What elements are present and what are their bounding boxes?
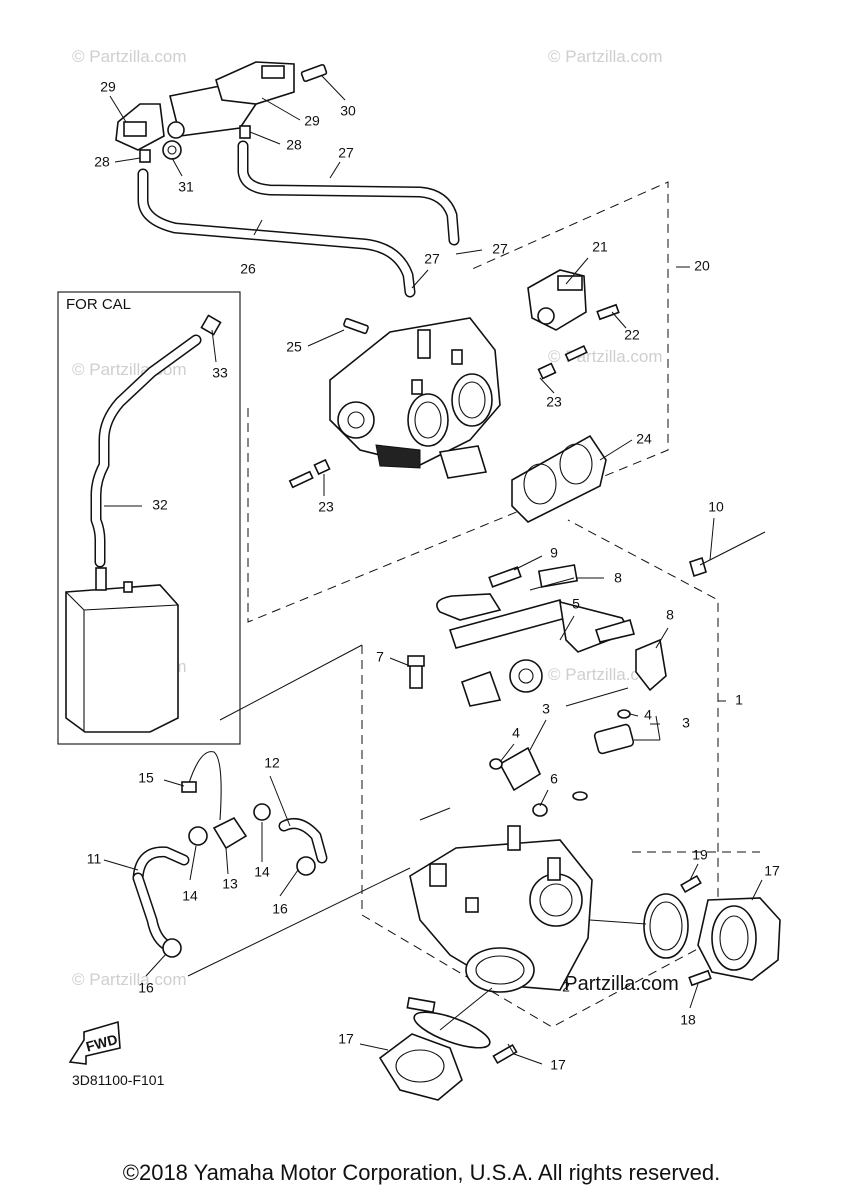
- callout-8a: 8: [614, 570, 622, 586]
- callout-19: 19: [692, 847, 708, 863]
- callout-29a: 29: [100, 79, 116, 95]
- callout-27c: 27: [424, 251, 440, 267]
- callout-21: 21: [592, 239, 608, 255]
- watermark-7: © Partzilla.com: [72, 970, 187, 989]
- callout-17b: 17: [338, 1031, 354, 1047]
- callout-22: 22: [624, 327, 640, 343]
- callout-11: 11: [87, 851, 102, 867]
- callout-27a: 27: [338, 145, 354, 161]
- adjusting-screws: [288, 317, 588, 489]
- callout-33: 33: [212, 365, 228, 381]
- callout-26: 26: [240, 261, 256, 277]
- leader-lines: [103, 75, 763, 1065]
- throttle-position-sensor: [527, 269, 620, 331]
- callout-16a: 16: [272, 901, 288, 917]
- diagram-part-code: 3D81100-F101: [72, 1072, 165, 1088]
- callout-4a: 4: [512, 725, 520, 741]
- throttle-body: [329, 317, 501, 479]
- callout-6: 6: [550, 771, 558, 787]
- intake-joint-bottom: [378, 996, 518, 1101]
- callout-28a: 28: [94, 154, 110, 170]
- callout-23b: 23: [318, 499, 334, 515]
- callout-24: 24: [636, 431, 652, 447]
- callout-29b: 29: [304, 113, 320, 129]
- callout-27b: 27: [492, 241, 508, 257]
- fuel-rail-boundary: [361, 519, 719, 1028]
- callout-14a: 14: [182, 888, 198, 904]
- watermark-4: © Partzilla.com: [548, 347, 663, 366]
- intake-joint-right: [643, 874, 781, 987]
- callout-28b: 28: [286, 137, 302, 153]
- fwd-label: FWD: [84, 1031, 119, 1055]
- callout-3b: 3: [682, 715, 690, 731]
- callout-17a: 17: [764, 863, 780, 879]
- callout-12: 12: [264, 755, 280, 771]
- watermark-1: © Partzilla.com: [72, 47, 187, 66]
- fuel-rail: [407, 531, 766, 707]
- watermark-6: © Partzilla.com: [548, 665, 663, 684]
- coolant-hoses: [132, 751, 328, 958]
- for-cal-label: FOR CAL: [66, 296, 132, 313]
- callout-13: 13: [222, 876, 238, 892]
- callout-14b: 14: [254, 864, 270, 880]
- callout-15: 15: [138, 770, 154, 786]
- hose-clamp-33: [200, 314, 222, 336]
- callout-1: 1: [735, 692, 743, 708]
- fuel-injectors: [489, 709, 635, 817]
- intake-manifold: [409, 825, 593, 993]
- callout-16b: 16: [138, 980, 154, 996]
- canister-hose: [90, 334, 202, 568]
- callout-30: 30: [340, 103, 356, 119]
- callout-25: 25: [286, 339, 302, 355]
- callout-3a: 3: [542, 701, 550, 717]
- callout-2: 2: [562, 979, 570, 995]
- callout-5: 5: [572, 596, 580, 612]
- callout-31: 31: [178, 179, 194, 195]
- callout-8b: 8: [666, 607, 674, 623]
- charcoal-canister: [65, 567, 179, 733]
- throttle-body-boundary: [247, 181, 669, 623]
- throttle-body-gasket: [511, 434, 607, 523]
- for-cal-inset-box: [57, 291, 241, 745]
- forward-arrow: FWD: [68, 1020, 121, 1065]
- callout-9: 9: [550, 545, 558, 561]
- vacuum-hoses: [137, 140, 460, 298]
- callout-32: 32: [152, 497, 168, 513]
- watermark-2: © Partzilla.com: [548, 47, 663, 66]
- callout-17c: 17: [550, 1057, 566, 1073]
- copyright-notice: ©2018 Yamaha Motor Corporation, U.S.A. A…: [122, 1160, 721, 1185]
- main-watermark: © Partzilla.com: [544, 973, 679, 995]
- callout-4b: 4: [644, 707, 652, 723]
- callout-7: 7: [376, 649, 384, 665]
- callout-20: 20: [694, 258, 710, 274]
- callout-labels: 1 2 3 3 4 4 5 6 7 8 8 9 10 11 12 13 14 1…: [87, 79, 780, 1073]
- callout-18: 18: [680, 1012, 696, 1028]
- callout-10: 10: [708, 499, 724, 515]
- assembly-boundaries: [247, 181, 760, 1028]
- callout-23a: 23: [546, 394, 562, 410]
